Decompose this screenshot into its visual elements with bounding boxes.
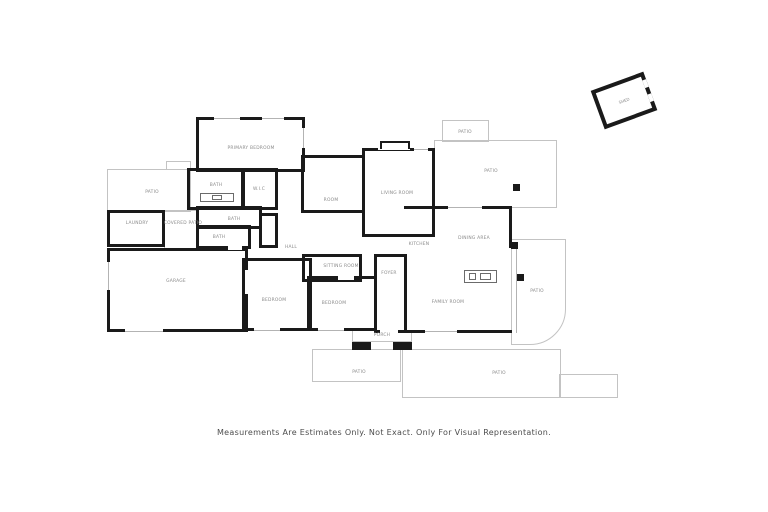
bay-window-gap	[378, 146, 410, 150]
door-gap	[228, 245, 242, 250]
room-label-patio-top-left: PATIO	[145, 189, 159, 195]
room-sitting	[302, 254, 362, 282]
room-label-wic: W.I.C	[252, 186, 266, 192]
window-line	[425, 331, 457, 332]
window-line	[303, 128, 304, 148]
disclaimer-text: Measurements Are Estimates Only. Not Exa…	[216, 428, 551, 437]
window-line	[448, 207, 482, 208]
door-gap	[380, 329, 398, 334]
window-line	[125, 331, 163, 332]
window-line	[108, 262, 109, 290]
room-label-den: ROOM	[323, 197, 339, 203]
room-label-bedroom-right: BEDROOM	[321, 300, 347, 306]
room-den	[301, 155, 365, 213]
room-label-foyer: FOYER	[381, 270, 397, 276]
bay-window-left	[380, 141, 382, 149]
patio-top-outline	[442, 120, 489, 142]
room-label-sitting-room: SITTING ROOM	[323, 263, 359, 269]
room-label-dining-area: DINING AREA	[458, 235, 490, 241]
patio-post	[513, 184, 520, 191]
room-closet	[259, 213, 278, 248]
covered-patio-outline	[164, 210, 198, 249]
patio-bottom-right-extension	[559, 374, 618, 398]
patio-bottom-left-outline	[312, 349, 401, 382]
window-line	[254, 330, 280, 331]
room-label-bath-2: BATH	[212, 234, 226, 240]
room-label-patio-right: PATIO	[530, 288, 544, 294]
window-line	[262, 118, 284, 119]
patio-upper-right-outline	[434, 140, 557, 208]
patio-post	[511, 242, 518, 249]
room-label-patio-top: PATIO	[458, 129, 472, 135]
room-garage	[107, 248, 248, 332]
window-line	[214, 118, 240, 119]
room-label-patio-bottom-right: PATIO	[492, 370, 506, 376]
room-label-hall: HALL	[284, 244, 298, 250]
room-label-porch: PORCH	[373, 332, 391, 338]
room-bedroom-left	[242, 258, 312, 331]
room-label-covered-patio: COVERED PATIO	[163, 220, 203, 226]
room-label-primary-bedroom: PRIMARY BEDROOM	[227, 145, 275, 151]
shed-outline: SHED	[590, 71, 658, 130]
room-label-bath-hall: BATH	[227, 216, 241, 222]
room-label-laundry: LAUNDRY	[125, 220, 149, 226]
room-label-patio-upper-right: PATIO	[484, 168, 498, 174]
door-gap	[338, 276, 354, 280]
window-line	[414, 149, 428, 150]
porch-step	[352, 342, 371, 350]
island-sink	[469, 273, 476, 280]
porch-step	[393, 342, 412, 350]
room-label-bedroom-left: BEDROOM	[261, 297, 287, 303]
wall-dining-right	[509, 206, 512, 248]
room-label-family-room: FAMILY ROOM	[431, 299, 465, 305]
island-cooktop	[480, 273, 491, 280]
room-foyer	[374, 254, 407, 333]
room-label-shed: SHED	[617, 96, 631, 105]
patio-post	[517, 274, 524, 281]
room-bath-2	[196, 225, 251, 249]
room-bath-primary	[187, 168, 245, 210]
bay-window-right	[408, 141, 410, 149]
room-label-garage: GARAGE	[166, 278, 186, 284]
wall-family-right-thin	[516, 247, 517, 333]
window-line	[318, 330, 344, 331]
shed-door-gap	[642, 79, 649, 89]
bay-window-top	[381, 141, 410, 143]
room-label-living-room: LIVING ROOM	[380, 190, 414, 196]
bath-sink	[212, 195, 222, 200]
room-label-bath-primary: BATH	[209, 182, 223, 188]
room-label-patio-bottom-left: PATIO	[352, 369, 366, 375]
patio-bottom-right-outline	[402, 349, 561, 398]
shed-door-gap	[647, 93, 654, 103]
room-laundry	[107, 210, 165, 247]
door-gap	[245, 270, 250, 294]
room-label-kitchen: KITCHEN	[408, 241, 430, 247]
patio-top-left-notch	[166, 161, 191, 170]
